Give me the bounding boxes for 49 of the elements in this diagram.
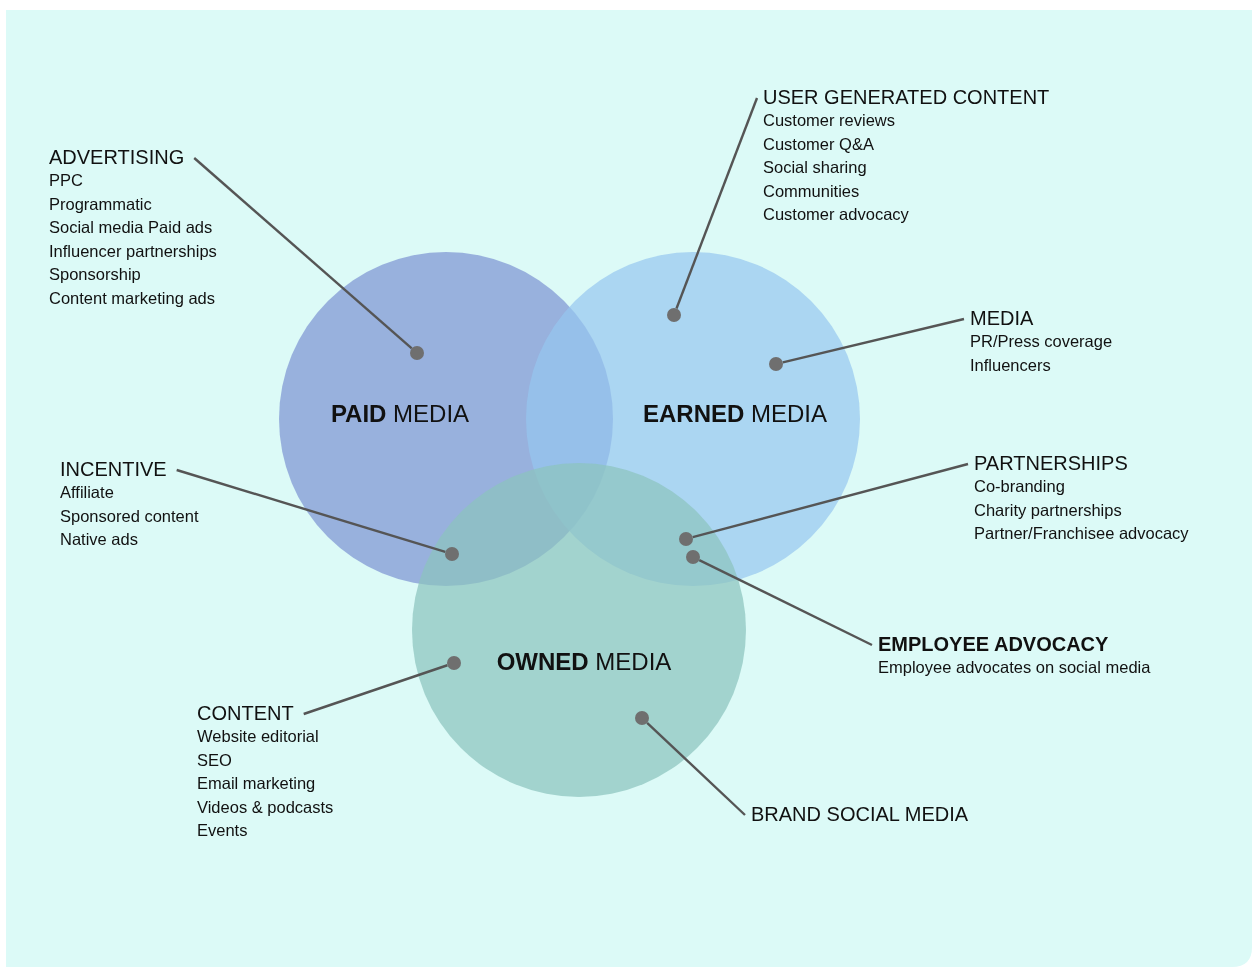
callout-item: Customer reviews — [763, 110, 896, 131]
leader-line — [646, 721, 746, 816]
callout-heading: CONTENT — [197, 701, 294, 725]
callout-item: PR/Press coverage — [970, 331, 1113, 352]
callout-item: Sponsored content — [60, 505, 199, 527]
leader-line — [303, 664, 448, 716]
callout-item: Social sharing — [763, 157, 867, 178]
leader-line — [193, 157, 413, 350]
callout-item: Website editorial — [197, 726, 319, 747]
callout-item: Charity partnerships — [974, 499, 1122, 521]
leader-line — [675, 97, 759, 309]
callout-item: Social media Paid ads — [49, 217, 213, 238]
callout-heading: INCENTIVE — [60, 457, 167, 481]
leader-line — [782, 317, 965, 364]
callout-item: SEO — [197, 749, 232, 771]
dot-marker — [667, 308, 681, 322]
circle-label: OWNED MEDIA — [496, 648, 672, 676]
callout-item: Co-branding — [974, 476, 1065, 497]
callout-heading: PARTNERSHIPS — [974, 451, 1128, 475]
callout-item: Events — [197, 820, 248, 841]
dot-marker — [447, 656, 461, 670]
callout-item: Native ads — [60, 529, 138, 550]
callout-heading: BRAND SOCIAL MEDIA — [751, 802, 969, 826]
callout-item: Sponsorship — [49, 264, 141, 285]
callout-heading: USER GENERATED CONTENT — [763, 85, 1050, 109]
leader-line — [692, 462, 969, 539]
callout-item: Content marketing ads — [49, 287, 215, 309]
dot-marker — [410, 346, 424, 360]
callout-item: Customer Q&A — [763, 133, 874, 155]
callout-item: Customer advocacy — [763, 204, 909, 225]
dot-marker — [635, 711, 649, 725]
circle-label: PAID MEDIA — [330, 400, 470, 428]
callout-item: Email marketing — [197, 773, 316, 794]
dot-marker — [769, 357, 783, 371]
leader-line — [176, 468, 446, 554]
callout-item: Employee advocates on social media — [878, 657, 1151, 678]
leader-line — [698, 559, 873, 647]
callout-item: Influencer partnerships — [49, 240, 217, 262]
callout-heading: MEDIA — [970, 306, 1034, 330]
callout-heading: EMPLOYEE ADVOCACY — [878, 632, 1109, 656]
callout-item: PPC — [49, 170, 83, 191]
circle-label: EARNED MEDIA — [643, 400, 827, 428]
callout-item: Communities — [763, 180, 860, 202]
callout-item: Partner/Franchisee advocacy — [974, 523, 1189, 544]
callout-item: Videos & podcasts — [197, 796, 334, 818]
callout-item: Influencers — [970, 354, 1051, 376]
callout-heading: ADVERTISING — [49, 145, 185, 169]
callout-item: Affiliate — [60, 482, 114, 503]
callout-item: Programmatic — [49, 193, 152, 215]
